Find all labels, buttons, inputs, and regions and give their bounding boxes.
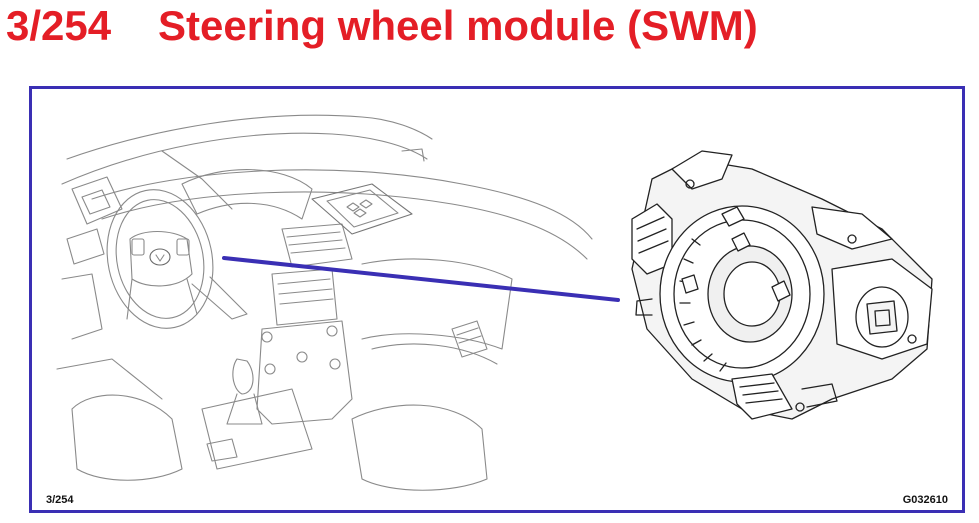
illustration <box>56 114 933 491</box>
swm-component-drawing <box>631 150 933 420</box>
figure-code: G032610 <box>902 494 948 506</box>
page-number: 3/254 <box>6 2 112 49</box>
figure-page-ref: 3/254 <box>46 494 74 506</box>
figure-frame: 3/254 G032610 <box>29 86 965 513</box>
car-interior-drawing <box>56 114 593 491</box>
page-title: 3/254 Steering wheel module (SWM) <box>6 2 758 50</box>
pointer-line <box>222 256 620 302</box>
page-heading: Steering wheel module (SWM) <box>158 2 758 49</box>
